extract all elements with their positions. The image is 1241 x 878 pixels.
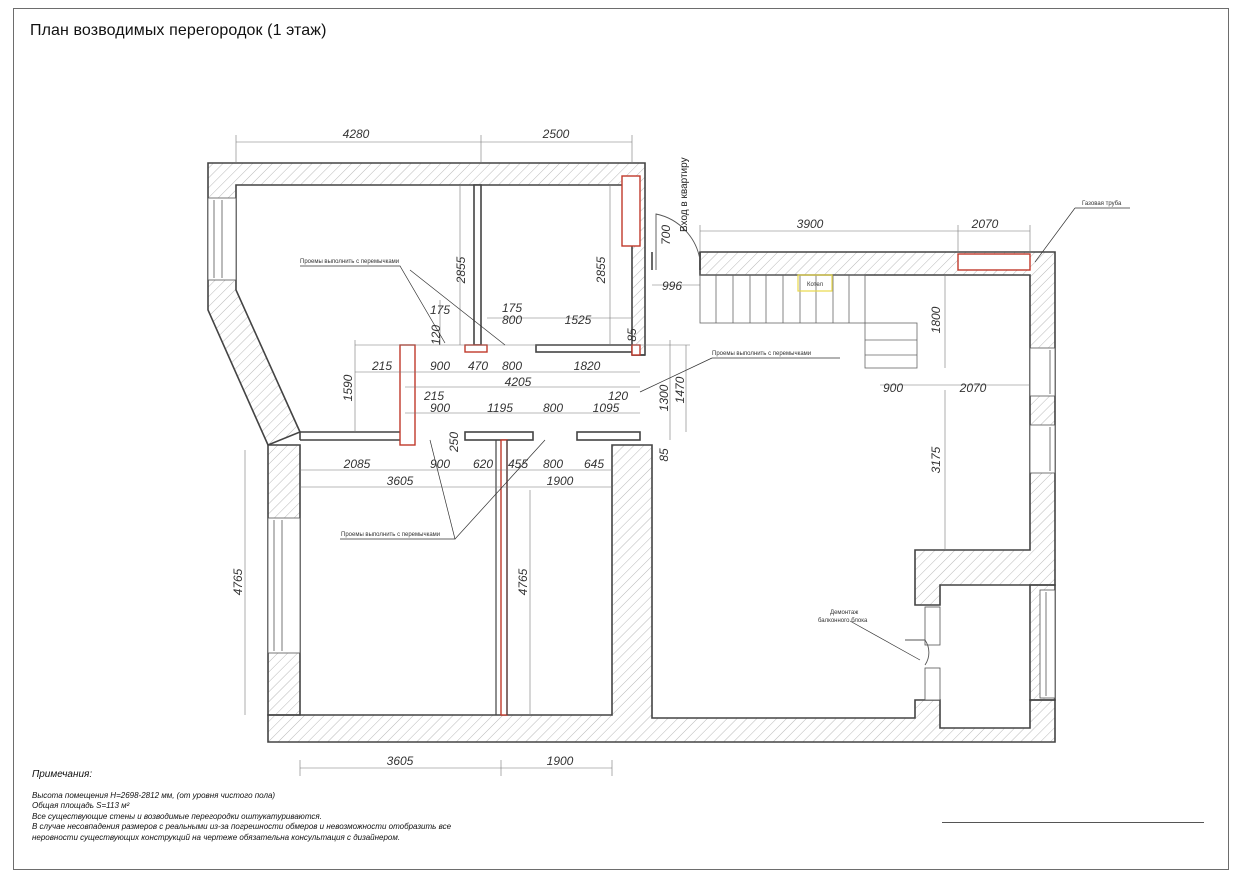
svg-text:800: 800 xyxy=(543,457,563,471)
gas-pipe-label: Газовая труба xyxy=(1082,201,1122,207)
svg-text:2500: 2500 xyxy=(542,127,570,141)
balcony-label-2: балконного блока xyxy=(818,618,868,624)
svg-text:120: 120 xyxy=(429,325,443,345)
new-partitions xyxy=(399,175,1031,716)
svg-text:1195: 1195 xyxy=(487,401,513,415)
note-line: Общая площадь S=113 м² xyxy=(32,801,130,810)
leader-lines xyxy=(300,207,1130,661)
note-line: неровности существующих конструкций на ч… xyxy=(32,832,401,842)
svg-text:900: 900 xyxy=(430,359,450,373)
notes-block: Примечания: Высота помещения H=2698-2812… xyxy=(32,769,452,843)
svg-text:120: 120 xyxy=(608,389,628,403)
drawing-frame xyxy=(13,8,1229,870)
staircase xyxy=(699,274,918,369)
svg-text:900: 900 xyxy=(430,457,450,471)
svg-text:2070: 2070 xyxy=(959,381,987,395)
windows xyxy=(207,197,1056,701)
svg-text:470: 470 xyxy=(468,359,488,373)
svg-text:215: 215 xyxy=(371,359,392,373)
svg-text:2855: 2855 xyxy=(594,256,608,284)
svg-text:85: 85 xyxy=(657,448,671,462)
notes-heading: Примечания: xyxy=(32,769,93,780)
svg-text:800: 800 xyxy=(502,313,522,327)
svg-text:4765: 4765 xyxy=(231,568,245,595)
svg-text:1590: 1590 xyxy=(341,374,355,401)
svg-text:4765: 4765 xyxy=(516,568,530,595)
boiler-marker xyxy=(797,274,833,292)
svg-text:3900: 3900 xyxy=(797,217,824,231)
boiler-label: Котел xyxy=(807,282,824,288)
openings-note-1: Проемы выполнить с перемычками xyxy=(300,259,399,265)
svg-text:3605: 3605 xyxy=(387,754,414,768)
svg-text:3175: 3175 xyxy=(929,446,943,473)
svg-text:645: 645 xyxy=(584,457,604,471)
svg-text:250: 250 xyxy=(447,432,461,453)
svg-text:900: 900 xyxy=(430,401,450,415)
balcony-label-1: Демонтаж xyxy=(830,610,858,616)
svg-text:4205: 4205 xyxy=(505,375,532,389)
svg-text:2070: 2070 xyxy=(971,217,999,231)
svg-text:1800: 1800 xyxy=(929,306,943,333)
doors xyxy=(655,213,930,666)
openings-note-3: Проемы выполнить с перемычками xyxy=(341,532,440,538)
exterior-walls xyxy=(207,162,1056,743)
svg-text:1900: 1900 xyxy=(547,474,574,488)
svg-text:996: 996 xyxy=(662,279,682,293)
dimension-lines xyxy=(235,135,1031,776)
svg-text:175: 175 xyxy=(502,301,522,315)
new-partition-outlines xyxy=(495,440,508,715)
svg-text:1820: 1820 xyxy=(574,359,601,373)
svg-text:1300: 1300 xyxy=(657,384,671,411)
svg-text:620: 620 xyxy=(473,457,493,471)
svg-text:1525: 1525 xyxy=(565,313,592,327)
svg-text:2855: 2855 xyxy=(454,256,468,284)
svg-text:900: 900 xyxy=(883,381,903,395)
svg-text:1095: 1095 xyxy=(593,401,620,415)
note-line: Высота помещения H=2698-2812 мм, (от уро… xyxy=(32,790,276,800)
svg-text:175: 175 xyxy=(430,303,450,317)
svg-text:4280: 4280 xyxy=(343,127,370,141)
svg-text:3605: 3605 xyxy=(387,474,414,488)
svg-text:455: 455 xyxy=(508,457,528,471)
signature-line xyxy=(942,822,1204,823)
dimension-labels: 4280 2500 3900 2070 2855 2855 700 996 17… xyxy=(231,127,999,768)
svg-text:1470: 1470 xyxy=(673,376,687,403)
svg-text:700: 700 xyxy=(659,225,673,245)
svg-text:800: 800 xyxy=(543,401,563,415)
svg-text:215: 215 xyxy=(423,389,444,403)
openings-note-2: Проемы выполнить с перемычками xyxy=(712,351,811,357)
svg-text:1900: 1900 xyxy=(547,754,574,768)
svg-text:800: 800 xyxy=(502,359,522,373)
entrance-label: Вход в квартиру xyxy=(679,157,690,232)
note-line: Все существующие стены и возводимые пере… xyxy=(32,811,322,821)
svg-text:2085: 2085 xyxy=(343,457,371,471)
svg-text:85: 85 xyxy=(625,328,639,342)
drawing-title: План возводимых перегородок (1 этаж) xyxy=(30,22,327,39)
note-line: В случае несовпадения размеров с реальны… xyxy=(32,822,452,831)
